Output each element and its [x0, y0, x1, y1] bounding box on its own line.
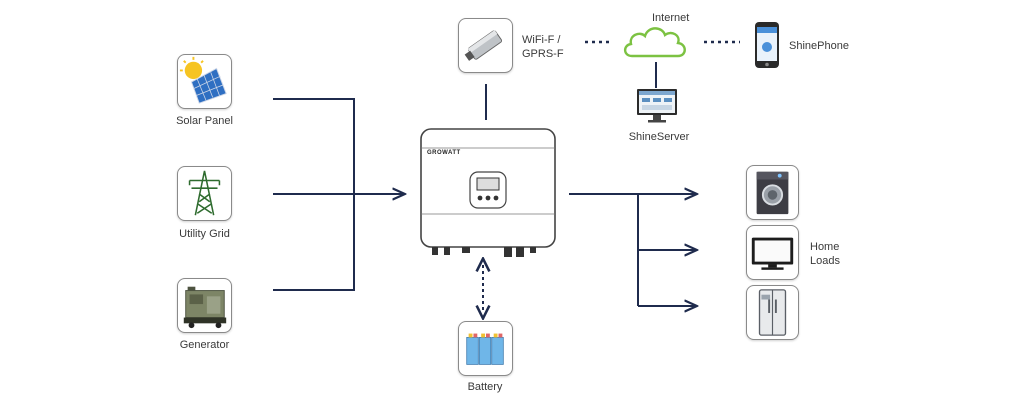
washing-machine-box [746, 165, 799, 220]
inverter-brand-logo: GROWATT [427, 150, 461, 156]
generator-box [177, 278, 232, 333]
refrigerator-icon [758, 289, 787, 336]
home-loads-label-1: Home [810, 241, 840, 253]
shineserver-label: ShineServer [628, 131, 690, 143]
refrigerator-box [746, 285, 799, 340]
utility-grid-box [177, 166, 232, 221]
battery-icon [466, 333, 504, 365]
power-tower-icon [188, 170, 221, 216]
inverter-unit [420, 128, 556, 257]
monitor-icon [637, 89, 677, 123]
wifi-module-label-1: WiFi-F / [522, 34, 561, 46]
generator-label: Generator [179, 339, 230, 351]
shinephone-label: ShinePhone [789, 40, 849, 52]
home-loads-label-2: Loads [810, 255, 840, 267]
solar-panel-label: Solar Panel [176, 115, 233, 127]
television-box [746, 225, 799, 280]
internet-label: Internet [652, 12, 690, 24]
television-icon [751, 237, 794, 270]
washing-machine-icon [756, 171, 789, 215]
battery-label: Battery [467, 381, 503, 393]
solar-panel-box [177, 54, 232, 109]
smartphone-icon [755, 22, 779, 68]
battery-box [458, 321, 513, 376]
solar-panel-icon [179, 56, 227, 104]
wifi-module-box [458, 18, 513, 73]
internet-cloud-icon [623, 27, 686, 58]
wifi-module-label-2: GPRS-F [522, 48, 564, 60]
wifi-stick-icon [464, 30, 503, 61]
generator-icon [183, 286, 227, 329]
utility-grid-label: Utility Grid [179, 228, 230, 240]
